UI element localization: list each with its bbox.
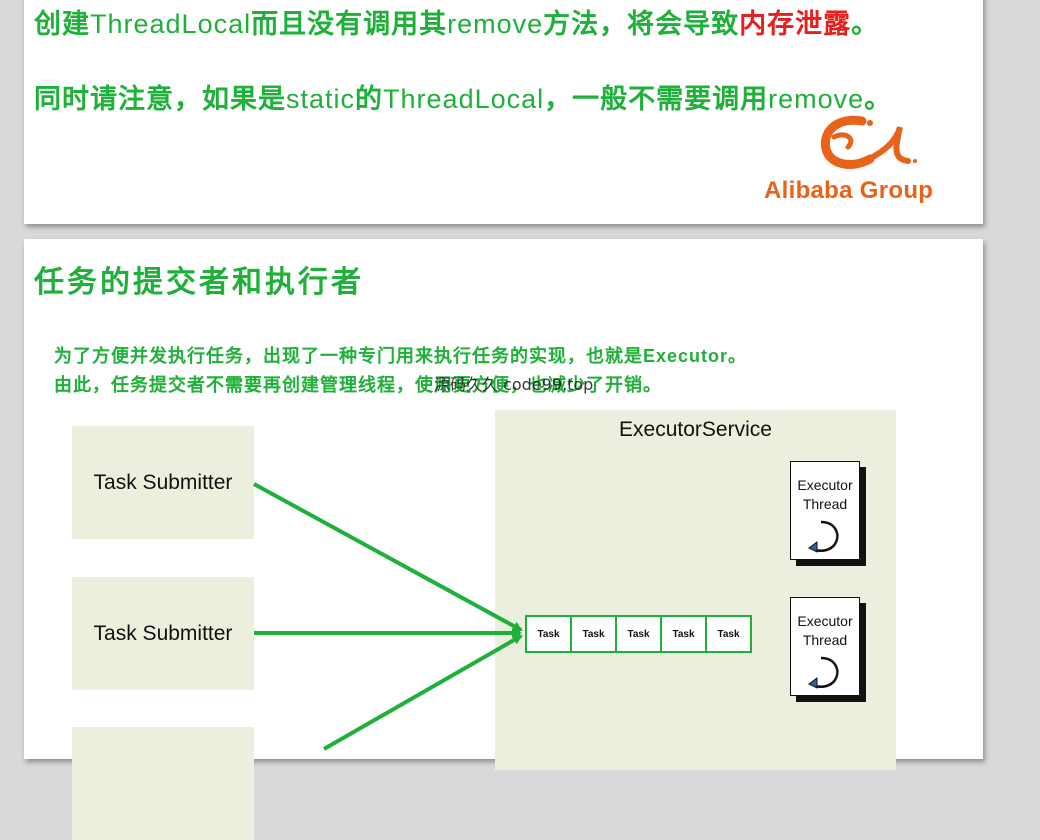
- task-submitter-box: Task Submitter: [72, 577, 254, 690]
- text: 。: [864, 84, 893, 115]
- arrow-1: [253, 482, 523, 632]
- thread-label-1: Executor: [797, 613, 853, 629]
- text: 创建: [34, 9, 90, 40]
- thread-label-2: Thread: [802, 496, 848, 512]
- task-item: Task: [705, 615, 752, 653]
- task-item: Task: [660, 615, 707, 653]
- text: 。: [728, 346, 748, 367]
- executor-service-title: ExecutorService: [619, 418, 772, 441]
- arrow-3: [323, 634, 523, 751]
- task-item: Task: [525, 615, 572, 653]
- text: ThreadLocal: [383, 84, 545, 114]
- alibaba-logo: Alibaba Group: [760, 115, 960, 210]
- text: 同时请注意，如果是: [34, 84, 286, 115]
- executor-thread-card: Executor Thread: [790, 461, 860, 560]
- alibaba-smile-icon: [820, 115, 917, 169]
- text: static: [286, 84, 356, 114]
- watermark-text: 源码久久 code99.top: [434, 375, 594, 394]
- executor-thread: Executor Thread: [790, 597, 866, 702]
- slide-top: 创建ThreadLocal而且没有调用其remove方法，将会导致内存泄露。 同…: [24, 0, 983, 224]
- alibaba-logo-text: Alibaba Group: [764, 177, 934, 204]
- text: 为了方便并发执行任务，出现了一种专门用来执行任务的实现，也就是: [54, 346, 643, 367]
- task-item: Task: [570, 615, 617, 653]
- task-queue: Task Task Task Task Task: [525, 615, 752, 653]
- text: 而且没有调用其: [251, 9, 448, 40]
- description-line-1: 为了方便并发执行任务，出现了一种专门用来执行任务的实现，也就是Executor。: [54, 342, 747, 368]
- text: remove: [768, 84, 865, 114]
- text: ThreadLocal: [90, 9, 252, 39]
- executor-thread: Executor Thread: [790, 461, 866, 566]
- text: 的: [355, 84, 384, 115]
- slide-executor: 任务的提交者和执行者 为了方便并发执行任务，出现了一种专门用来执行任务的实现，也…: [24, 239, 983, 840]
- memory-leak-warning: 创建ThreadLocal而且没有调用其remove方法，将会导致内存泄露。: [34, 2, 879, 41]
- text: remove: [447, 9, 544, 39]
- loop-arrow-icon: [808, 520, 839, 553]
- loop-arrow-icon: [808, 656, 839, 689]
- submission-arrows: [253, 482, 523, 751]
- slide-title: 任务的提交者和执行者: [34, 265, 364, 300]
- thread-label-2: Thread: [802, 632, 848, 648]
- text: Executor: [643, 346, 729, 366]
- task-item: Task: [615, 615, 662, 653]
- text: 方法，将会导致: [543, 9, 740, 40]
- static-threadlocal-note: 同时请注意，如果是static的ThreadLocal，一般不需要调用remov…: [34, 77, 892, 116]
- highlight-text: 内存泄露: [739, 9, 852, 40]
- description-line-2: 由此，任务提交者不需要再创建管理线程，使用更方便，也减少了开销。: [54, 375, 662, 396]
- executor-thread-card: Executor Thread: [790, 597, 860, 696]
- task-submitter-box: Task Submitter: [72, 426, 254, 539]
- thread-label-1: Executor: [797, 477, 853, 493]
- text: 。: [851, 9, 880, 40]
- text: ，一般不需要调用: [544, 84, 769, 115]
